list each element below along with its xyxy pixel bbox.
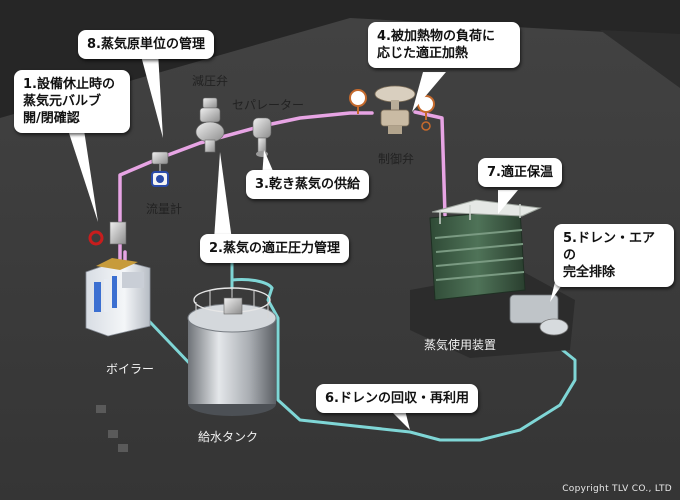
label-boiler: ボイラー xyxy=(106,362,155,376)
callout-7-insulation: 7.適正保温 xyxy=(478,158,562,187)
callout-4-load-based-heating: 4.被加熱物の負荷に 応じた適正加熱 xyxy=(368,22,520,68)
steam-using-equipment xyxy=(410,199,575,358)
callout-8-steam-consumption: 8.蒸気原単位の管理 xyxy=(78,30,214,59)
label-steam-equipment: 蒸気使用装置 xyxy=(424,338,497,352)
drain-pipes xyxy=(148,260,577,442)
label-separator: セパレーター xyxy=(232,98,305,112)
label-flow-meter: 流量計 xyxy=(146,202,183,216)
callout-1-valve-check: 1.設備休止時の 蒸気元バルブ 開/閉確認 xyxy=(14,70,130,133)
drain-line-valves xyxy=(96,405,128,452)
control-valve xyxy=(349,85,435,134)
boiler xyxy=(85,221,151,337)
label-pressure-valve: 減圧弁 xyxy=(192,74,229,88)
callout-5-drain-air-removal: 5.ドレン・エアの 完全排除 xyxy=(554,224,674,287)
flow-meter xyxy=(151,151,169,187)
callout-2-pressure-management: 2.蒸気の適正圧力管理 xyxy=(200,234,349,263)
pressure-reducing-valve xyxy=(195,97,225,153)
callout-3-dry-steam-supply: 3.乾き蒸気の供給 xyxy=(246,170,369,199)
label-control-valve: 制御弁 xyxy=(378,152,415,166)
copyright-notice: Copyright TLV CO., LTD xyxy=(562,484,672,494)
feed-water-tank xyxy=(187,287,277,416)
label-feed-tank: 給水タンク xyxy=(198,430,259,444)
callout-6-drain-recovery: 6.ドレンの回収・再利用 xyxy=(316,384,478,413)
